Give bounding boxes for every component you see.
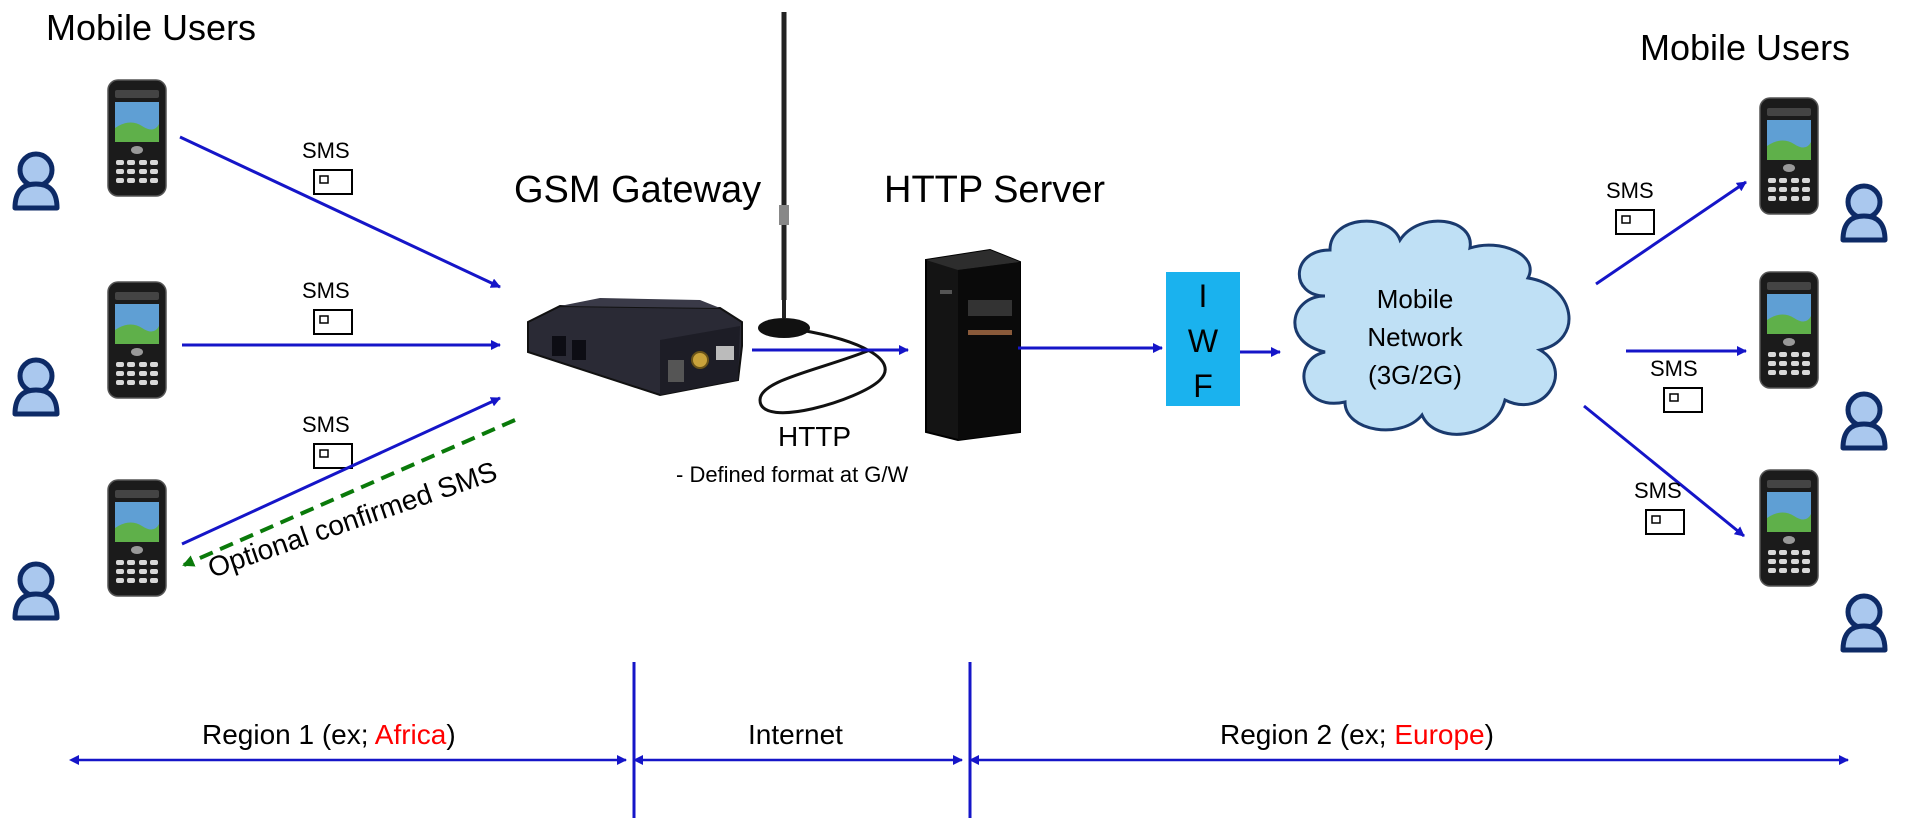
smartphone-icon [107, 79, 167, 197]
iwf-letter-f: F [1193, 368, 1213, 404]
iwf-letter-w: W [1188, 323, 1219, 359]
user-icon [15, 360, 57, 414]
sms-label: SMS [1650, 356, 1698, 381]
internet-label: Internet [748, 719, 843, 750]
http-server-label: HTTP Server [884, 169, 1105, 211]
sms-label: SMS [1606, 178, 1654, 203]
mobile-users-left-label: Mobile Users [46, 7, 256, 48]
sms-label: SMS [302, 412, 350, 437]
user-icon [15, 154, 57, 208]
envelope-icon [313, 169, 353, 195]
http-label: HTTP [778, 421, 851, 452]
smartphone-icon [107, 281, 167, 399]
smartphone-icon [1759, 97, 1819, 215]
mobile-users-right-label: Mobile Users [1640, 27, 1850, 68]
confirm-arrow [182, 418, 516, 567]
iwf-box: I W F [1166, 272, 1240, 406]
sms-arrow-1 [179, 135, 501, 289]
sms-arrow-3 [181, 396, 501, 546]
server-tower-icon [925, 248, 1021, 442]
right-user-1 [1759, 97, 1885, 240]
mobile-network-line-3: (3G/2G) [1368, 360, 1462, 390]
right-user-3 [1759, 469, 1885, 650]
left-user-2 [15, 281, 167, 414]
envelope-icon [1615, 209, 1655, 235]
user-icon [1843, 596, 1885, 650]
right-user-2 [1759, 271, 1885, 448]
region-1-label: Region 1 (ex; Africa) [202, 719, 456, 750]
user-icon [1843, 394, 1885, 448]
mobile-network-line-1: Mobile [1377, 284, 1454, 314]
user-icon [1843, 186, 1885, 240]
network-to-user-1-arrow [1595, 180, 1747, 286]
region-2-label: Region 2 (ex; Europe) [1220, 719, 1494, 750]
sms-label: SMS [1634, 478, 1682, 503]
envelope-icon [1663, 387, 1703, 413]
envelope-icon [1645, 509, 1685, 535]
envelope-icon [313, 309, 353, 335]
gsm-gateway-label: GSM Gateway [514, 169, 761, 211]
antenna-icon [758, 12, 887, 415]
smartphone-icon [1759, 469, 1819, 587]
optional-confirmed-sms-label: Optional confirmed SMS [204, 456, 501, 584]
left-user-1 [15, 79, 167, 208]
sms-label: SMS [302, 138, 350, 163]
iwf-letter-i: I [1199, 278, 1208, 314]
http-note-label: - Defined format at G/W [676, 462, 909, 487]
sms-label: SMS [302, 278, 350, 303]
gsm-gateway-device-icon [527, 298, 743, 397]
smartphone-icon [107, 479, 167, 597]
network-to-user-3-arrow [1583, 404, 1745, 538]
smartphone-icon [1759, 271, 1819, 389]
envelope-icon [313, 443, 353, 469]
left-user-3 [15, 479, 167, 618]
cloud-icon [1293, 219, 1571, 436]
user-icon [15, 564, 57, 618]
mobile-network-line-2: Network [1367, 322, 1463, 352]
